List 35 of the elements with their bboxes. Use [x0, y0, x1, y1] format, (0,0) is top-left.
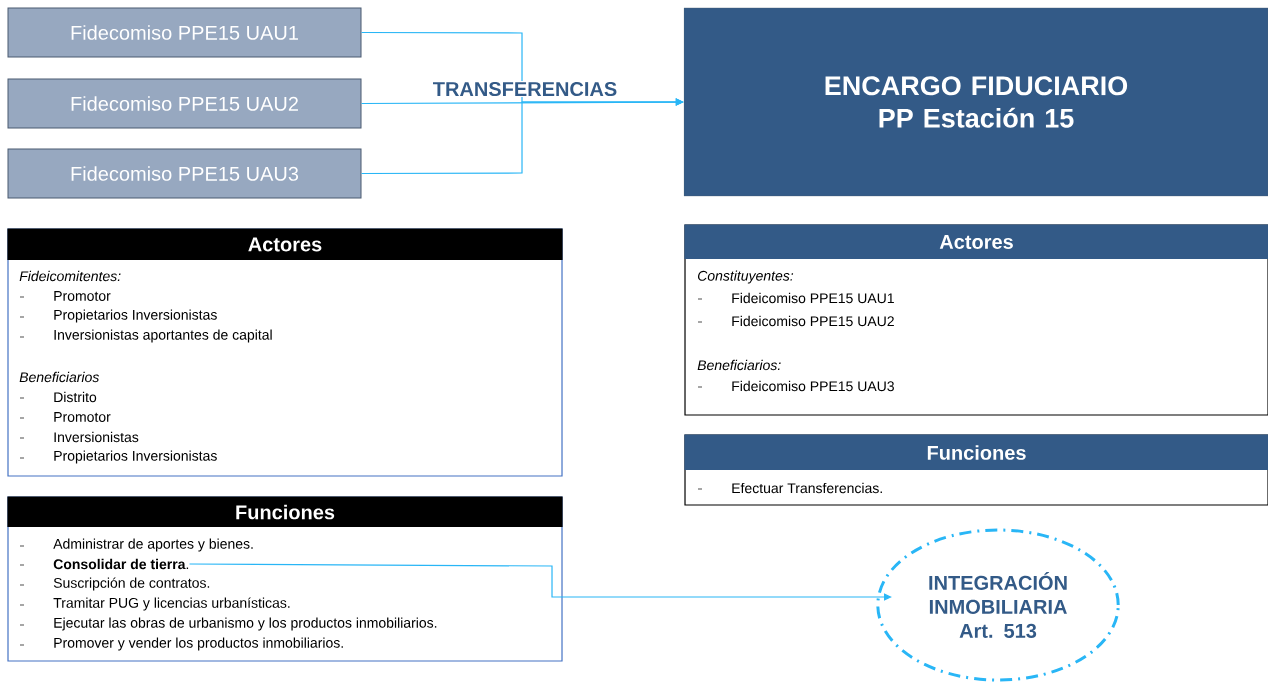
panel-heading: Actores	[248, 237, 322, 252]
list-heading: Beneficiarios:	[697, 359, 781, 371]
panel-heading: Funciones	[927, 445, 1026, 460]
process-box: Fidecomiso PPE15 UAU3	[7, 148, 362, 199]
list-item: Propietarios Inversionistas	[19, 309, 217, 323]
list-item: Inversionistas	[19, 431, 139, 443]
arrow	[188, 563, 892, 601]
info-panel	[7, 496, 563, 662]
edge-label: TRANSFERENCIAS	[431, 80, 619, 98]
info-panel	[684, 434, 1268, 506]
info-panel	[7, 228, 563, 477]
list-item: Distrito	[19, 391, 97, 403]
list-item: Fideicomiso PPE15 UAU3	[697, 380, 894, 392]
list-item: Promover y vender los productos inmobiliarios.	[19, 637, 343, 651]
panel-heading: Actores	[939, 235, 1013, 249]
list-item: Consolidar de tierra.	[19, 558, 189, 570]
list-item: Ejecutar las obras de urbanismo y los productos inmobiliarios.	[19, 617, 437, 631]
list-heading: Constituyentes:	[698, 270, 794, 284]
list-item: Administrar de aportes y bienes.	[19, 538, 253, 552]
process-box: Fidecomiso PPE15 UAU2	[7, 78, 362, 129]
list-item: Suscripción de contratos.	[19, 577, 210, 591]
panel-heading: Funciones	[236, 504, 335, 520]
list-item: Inversionistas aportantes de capital	[19, 329, 272, 343]
title-box: ENCARGO FIDUCIARIO PP Estación 15	[683, 7, 1268, 197]
list-item: Fideicomiso PPE15 UAU1	[697, 292, 894, 304]
list-item: Propietarios Inversionistas	[19, 450, 217, 464]
list-item: Promotor	[19, 291, 111, 301]
list-item: Fideicomiso PPE15 UAU2	[697, 315, 894, 327]
process-box: Fidecomiso PPE15 UAU1	[7, 7, 362, 58]
list-heading: Fideicomitentes:	[19, 270, 121, 282]
list-item: Promotor	[19, 412, 111, 422]
list-item: Efectuar Transferencias.	[697, 482, 882, 494]
list-heading: Beneficiarios	[19, 371, 100, 383]
info-panel	[684, 224, 1268, 416]
list-item: Tramitar PUG y licencias urbanísticas.	[19, 597, 290, 611]
